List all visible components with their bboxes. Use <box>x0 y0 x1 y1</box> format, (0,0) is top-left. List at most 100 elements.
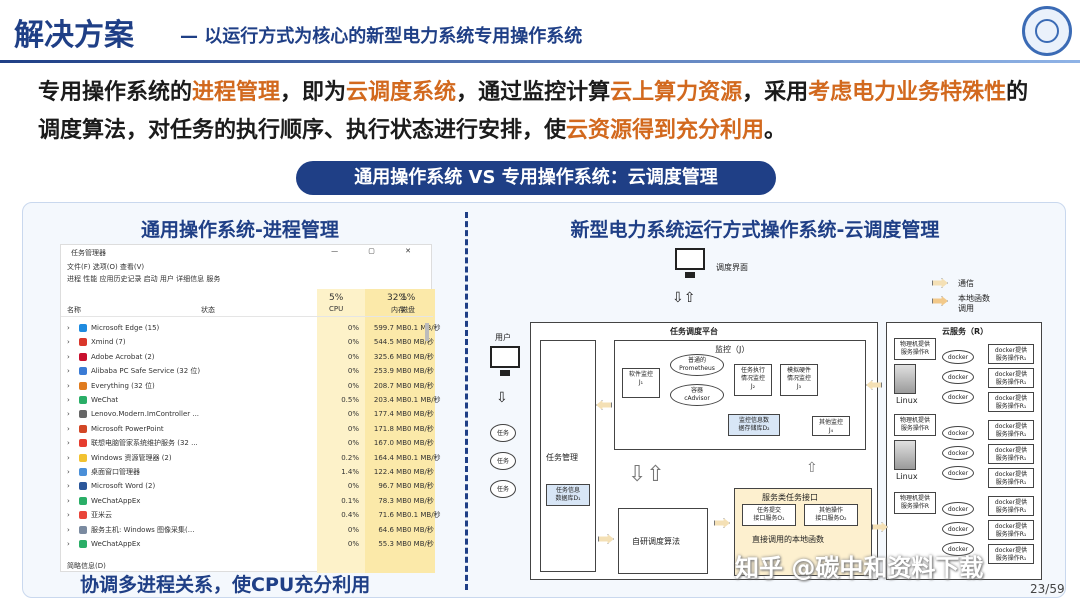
expand-chevron-icon[interactable]: › <box>67 352 70 361</box>
task-manager-title: 任务管理器 <box>71 249 106 257</box>
comm-arrow-icon <box>932 278 948 288</box>
monitor-db-box: 监控信息数 据存储库D₂ <box>728 414 780 436</box>
col-memory[interactable]: 内存 <box>391 306 405 314</box>
logo-inner-ring <box>1035 19 1059 43</box>
expand-chevron-icon[interactable]: › <box>67 410 70 419</box>
expand-chevron-icon[interactable]: › <box>67 525 70 534</box>
process-cpu: 0% <box>347 540 359 548</box>
process-name: Lenovo.Modern.ImController ... <box>91 410 200 419</box>
page-subtitle: — 以运行方式为核心的新型电力系统专用操作系统 <box>180 26 583 47</box>
process-disk: 0 MB/秒 <box>407 468 434 476</box>
process-cpu: 0% <box>347 338 359 347</box>
other-op-box: 其他操作 接口服务O₂ <box>804 504 858 526</box>
intro-highlight-3: 云上算力资源 <box>610 80 743 105</box>
process-memory: 78.3 MB <box>378 496 407 505</box>
expand-chevron-icon[interactable]: › <box>67 511 70 520</box>
app-icon <box>79 540 87 548</box>
process-disk: 0 MB/秒 <box>407 352 434 361</box>
docker-service-box-8: docker提供 服务操作R₁ <box>988 520 1034 540</box>
local-call-arrow-icon <box>932 296 948 306</box>
process-cpu: 0% <box>347 381 359 390</box>
process-disk: 0 MB/秒 <box>407 338 434 347</box>
process-name: 联想电脑管家系统维护服务 (32 ... <box>91 439 198 448</box>
docker-node-7: docker <box>942 502 974 516</box>
task-management-box <box>540 340 596 572</box>
intro-text-5: 的调度算法，对任务的执行顺序、执行状态进行安排，使 <box>38 80 1029 143</box>
expand-chevron-icon[interactable]: › <box>67 424 70 433</box>
col-disk[interactable]: 磁盘 <box>401 306 415 314</box>
process-memory: 96.7 MB <box>378 482 407 491</box>
window-controls[interactable]: — ▢ ✕ <box>331 247 425 255</box>
table-row[interactable]: ›Lenovo.Modern.ImController ...0%177.4 M… <box>61 407 434 421</box>
task-submit-box: 任务提交 接口服务O₁ <box>742 504 796 526</box>
intro-text-1: 专用操作系统的 <box>38 80 193 105</box>
linux-label-2: Linux <box>896 472 918 481</box>
intro-text-6: 。 <box>764 118 787 143</box>
prometheus-node: 普通的 Prometheus <box>670 354 724 376</box>
process-cpu: 0% <box>347 324 359 332</box>
process-disk: 0 MB/秒 <box>407 424 434 433</box>
process-name: Everything (32 位) <box>91 381 155 390</box>
intro-highlight-4: 考虑电力业务特殊性 <box>808 80 1007 105</box>
process-name: WeChat <box>91 396 119 404</box>
physical-service-box-3: 物理机提供 服务操作R <box>894 492 936 514</box>
process-memory: 164.4 MB <box>373 453 407 462</box>
process-memory: 71.6 MB <box>378 511 407 520</box>
app-icon <box>79 338 87 347</box>
user-label: 用户 <box>495 333 511 342</box>
expand-chevron-icon[interactable]: › <box>67 468 70 476</box>
task-manager-menu[interactable]: 文件(F) 选项(O) 查看(V) <box>67 263 145 271</box>
task-manager-tabs[interactable]: 进程 性能 应用历史记录 启动 用户 详细信息 服务 <box>67 275 221 283</box>
expand-chevron-icon[interactable]: › <box>67 439 70 448</box>
col-cpu[interactable]: CPU <box>329 305 344 313</box>
process-list-scrollbar[interactable] <box>425 323 429 341</box>
expand-chevron-icon[interactable]: › <box>67 540 70 548</box>
legend-comm: 通信 <box>958 279 974 288</box>
memory-percent: 32% <box>387 293 408 303</box>
expand-chevron-icon[interactable]: › <box>67 496 70 505</box>
app-icon <box>79 424 87 433</box>
expand-chevron-icon[interactable]: › <box>67 381 70 390</box>
expand-chevron-icon[interactable]: › <box>67 396 70 404</box>
docker-node-9: docker <box>942 542 974 556</box>
process-disk: 0.1 MB/秒 <box>407 511 441 520</box>
expand-chevron-icon[interactable]: › <box>67 338 70 347</box>
expand-chevron-icon[interactable]: › <box>67 367 70 376</box>
process-memory: 325.6 MB <box>373 352 407 361</box>
docker-node-8: docker <box>942 522 974 536</box>
sim-hw-monitor-box: 模拟硬件 情况监控 J₃ <box>780 364 818 396</box>
process-memory: 253.9 MB <box>373 367 407 376</box>
process-disk: 0 MB/秒 <box>407 525 434 534</box>
col-name[interactable]: 名称 <box>67 306 81 314</box>
disk-percent: 1% <box>401 293 416 303</box>
platform-label: 任务调度平台 <box>670 327 718 336</box>
monitor-algo-arrows: ⇩⇧ <box>628 462 665 487</box>
expand-chevron-icon[interactable]: › <box>67 324 70 332</box>
expand-chevron-icon[interactable]: › <box>67 453 70 462</box>
docker-service-box-2: docker提供 服务操作R₁ <box>988 368 1034 388</box>
process-disk: 0 MB/秒 <box>407 439 434 448</box>
col-status[interactable]: 状态 <box>201 306 215 314</box>
process-cpu: 0.2% <box>341 453 359 462</box>
fewer-details-link[interactable]: 简略信息(D) <box>67 562 106 570</box>
docker-node-3: docker <box>942 390 974 404</box>
process-name: 亚米云 <box>91 511 112 520</box>
display-monitor-icon <box>675 248 705 278</box>
expand-chevron-icon[interactable]: › <box>67 482 70 491</box>
table-row[interactable]: ›Alibaba PC Safe Service (32 位)0%253.9 M… <box>61 364 434 378</box>
process-disk: 0.1 MB/秒 <box>407 453 441 462</box>
